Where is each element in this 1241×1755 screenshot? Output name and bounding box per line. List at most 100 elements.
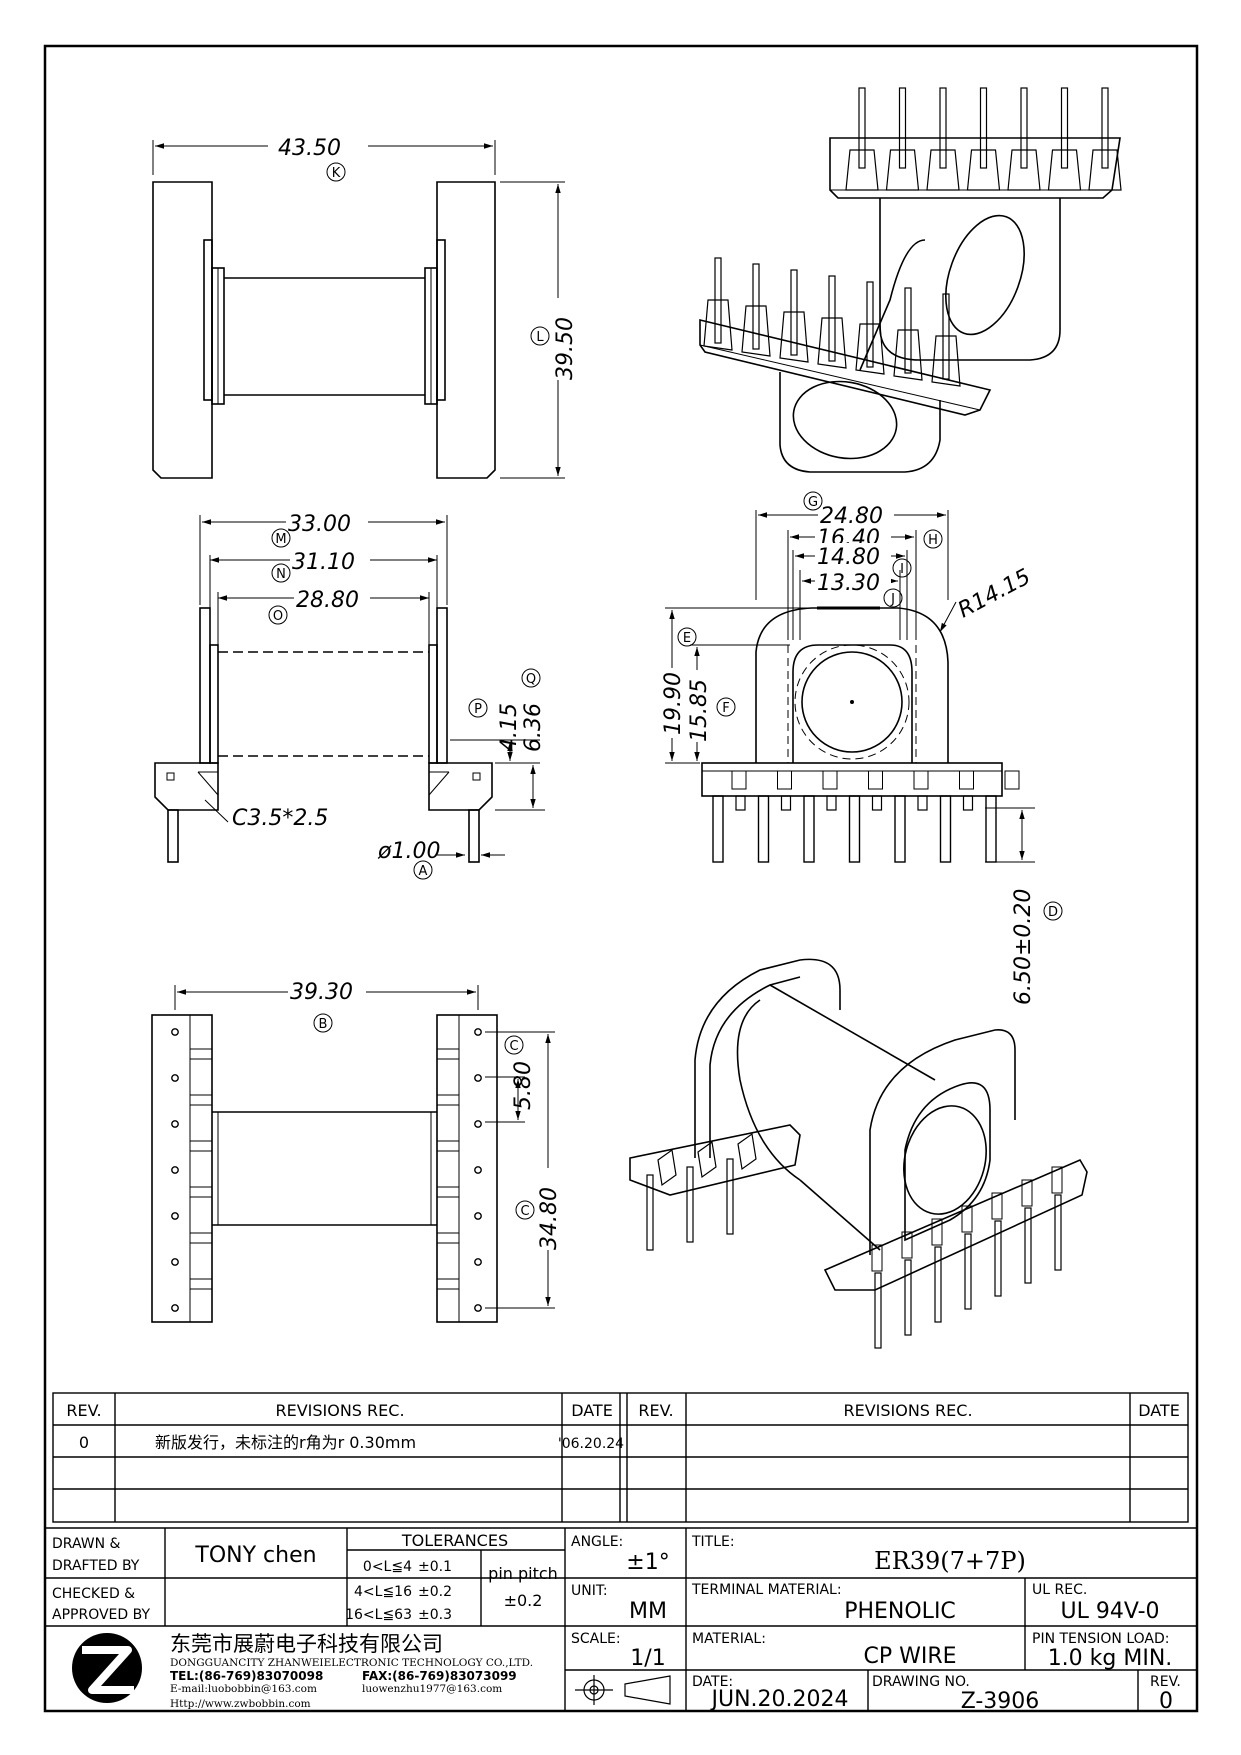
iso-bottom-right-pin [1024,1207,1032,1284]
side-view [154,607,493,863]
isometric-top-pins [703,87,1122,387]
bottom-slot [436,1278,460,1290]
bottom-view [151,1014,498,1323]
iso-top-front-slot [703,299,733,351]
company-web: Http://www.zwbobbin.com [170,1698,311,1710]
scale-value: 1/1 [630,1646,665,1671]
bottom-slot [436,1232,460,1244]
dim-m-value: 33.00 [288,512,351,537]
front-pin [848,795,861,863]
iso-top-back-slot [1007,149,1041,191]
bottom-pin-hole [474,1212,482,1220]
iso-bottom-left-slot [737,1132,757,1171]
iso-bottom-right-pin [994,1220,1002,1297]
iso-top-back-slot [926,149,960,191]
iso-top-front-slot [931,335,961,387]
iso-bottom-right-pin [874,1272,882,1349]
dim-f-label: F [716,697,736,717]
title-label: TITLE: [691,1534,735,1550]
dim-c-pitch-label: C [504,1035,524,1055]
terminal-material-label: TERMINAL MATERIAL: [691,1582,842,1598]
top-view-dims [152,140,565,479]
iso-bottom-right-pin [934,1246,942,1323]
dim-c-span-value: 34.80 [537,1187,562,1250]
pin-tension-label: PIN TENSION LOAD: [1032,1631,1169,1647]
dim-n-label: N [271,563,291,583]
bottom-view-dims [174,985,555,1309]
bottom-slot [189,1048,213,1060]
bottom-pin-hole [474,1120,482,1128]
iso-top-back-pin [858,87,866,169]
bottom-slot [189,1094,213,1106]
company-tel: TEL:(86-769)83070098 [170,1669,323,1683]
dim-q-label: Q [521,668,541,688]
dim-f-value: 15.85 [687,679,712,742]
rev-header-right: REV. [638,1401,673,1420]
iso-top-back-pin [898,87,907,169]
bottom-pin-hole [171,1166,179,1174]
front-pin [803,795,815,863]
front-pin [712,795,724,863]
svg-text:B: B [319,1017,328,1032]
svg-text:G: G [808,495,818,510]
dim-c-span-label: C [515,1200,535,1220]
front-pin [939,795,952,863]
dim-h-label: H [923,529,943,549]
front-view-pins [712,770,1020,863]
unit-value: MM [629,1599,667,1624]
iso-bottom-right-stub [901,1231,913,1259]
ul-rec-value: UL 94V-0 [1060,1599,1159,1624]
iso-top-back-slot [845,149,879,191]
material-value: CP WIRE [863,1644,956,1669]
bottom-view-pins [171,1028,482,1312]
svg-text:J: J [890,592,895,607]
front-pin-slot [1004,770,1020,790]
iso-bottom-left-slot [657,1148,677,1187]
company-email: E-mail:luobobbin@163.com [170,1683,317,1695]
dim-a-value: ø1.00 [377,839,440,864]
material-label: MATERIAL: [692,1631,766,1647]
company-fax: FAX:(86-769)83073099 [362,1669,517,1683]
svg-text:F: F [722,701,729,716]
iso-top-back-slot [1047,149,1082,191]
dim-l-label: L [530,326,550,346]
tolerance-range-0: 0<L≦4 [363,1559,412,1575]
front-pin-stub [735,795,746,811]
bottom-pin-hole [171,1304,179,1312]
date-header-left: DATE [571,1401,613,1420]
bottom-pin-hole [171,1028,179,1036]
drafted-by-label: DRAFTED BY [52,1558,140,1574]
rev-header-left: REV. [66,1401,101,1420]
front-pin-stub [917,795,928,811]
dim-k-value: 43.50 [278,136,341,161]
angle-value: ±1° [626,1550,669,1575]
dim-e-value: 19.90 [661,672,686,735]
isometric-bottom-pins [646,1132,1063,1349]
dim-n-value: 31.10 [292,550,355,575]
drawing-no-label: DRAWING NO. [872,1674,970,1690]
angle-label: ANGLE: [571,1534,623,1550]
dim-i-value: 14.80 [817,545,880,570]
pin-tension-value: 1.0 kg MIN. [1048,1646,1173,1671]
dim-p-value: 4.15 [497,703,522,752]
revision-row-0-date: '06.20.24 [558,1436,624,1452]
iso-top-back-slot [885,149,920,191]
iso-top-back-pin [1060,87,1069,169]
svg-text:K: K [332,166,341,181]
iso-top-front-slot [855,323,885,375]
iso-top-front-slot [741,305,771,357]
front-view [701,606,1003,797]
pin-pitch-value: ±0.2 [504,1591,543,1610]
front-pin-slot [822,770,838,790]
iso-top-back-pin [939,87,947,169]
company-logo [72,1633,142,1703]
revision-row-0-rev: 0 [79,1433,89,1452]
iso-top-front-slot [817,317,847,369]
sheet-border [43,44,1199,1713]
front-pin-stub [871,795,883,811]
dim-j-label: J [883,588,903,608]
bottom-pin-hole [474,1028,482,1036]
company-email2: luowenzhu1977@163.com [362,1683,502,1695]
iso-bottom-right-stub [991,1192,1003,1220]
